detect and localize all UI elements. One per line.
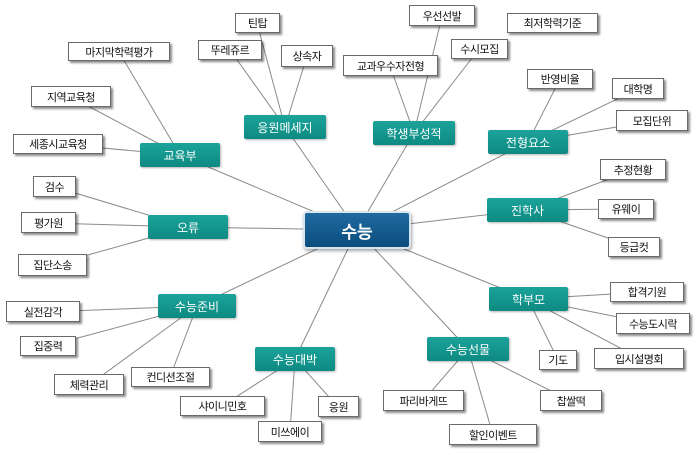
connector-line [294,229,358,360]
leaf-node: 실전감각 [6,301,80,322]
connector-line [229,49,286,128]
leaf-node: 집중력 [20,336,76,356]
branch-node-education-ministry: 교육부 [140,143,220,167]
leaf-node: 샤이니민호 [180,396,265,416]
leaf-node: 수능도시락 [616,313,690,334]
branch-node-cheering-message: 응원메세지 [244,115,326,139]
leaf-node: 컨디션조절 [131,367,210,387]
leaf-node: 검수 [33,176,76,197]
connector-line [256,22,286,128]
branch-node-preparation: 수능준비 [158,294,236,318]
connector-line [467,348,494,436]
leaf-node: 파리바게뜨 [383,390,464,411]
leaf-node: 등급컷 [608,237,660,257]
leaf-node: 틴탑 [235,13,280,33]
leaf-node: 집단소송 [18,254,87,276]
leaf-node: 최저학력기준 [507,13,598,33]
branch-node-selection-factor: 전형요소 [488,130,568,154]
branch-node-jinhaksa: 진학사 [487,198,568,222]
connector-line [413,48,480,134]
branch-node-success: 수능대박 [255,347,335,371]
connector-line [356,229,469,350]
leaf-node: 반영비율 [527,69,593,89]
leaf-node: 수시모집 [451,39,508,59]
leaf-node: 기도 [539,350,577,370]
leaf-node: 합격기원 [610,282,684,302]
connector-line [118,51,181,156]
leaf-node: 마지막학력평가 [68,42,170,61]
connector-line [289,358,296,433]
branch-node-parents: 학부모 [489,287,568,311]
leaf-node: 우선선발 [409,5,475,26]
leaf-node: 세종시교육청 [13,134,103,154]
connector-line [88,305,198,386]
leaf-node: 응원 [318,396,359,417]
branch-node-gift: 수능선물 [427,337,509,361]
leaf-node: 대학명 [612,78,664,99]
leaf-node: 상속자 [281,45,333,67]
leaf-node: 할인이벤트 [449,424,537,445]
leaf-node: 지역교육청 [31,86,111,107]
leaf-node: 체력관리 [54,374,124,395]
leaf-node: 미쓰에이 [258,421,322,442]
leaf-node: 추정현황 [600,159,666,180]
leaf-node: 교과우수자전형 [343,55,438,76]
leaf-node: 뚜레쥬르 [198,40,262,60]
branch-node-error: 오류 [148,215,228,239]
branch-node-student-record: 학생부성적 [373,121,455,145]
leaf-node: 평가원 [21,212,76,233]
leaf-node: 유웨이 [598,199,654,219]
leaf-node: 모집단위 [616,110,688,131]
center-node: 수능 [303,211,411,249]
leaf-node: 찹쌀떡 [540,390,602,411]
leaf-node: 입시설명회 [594,348,684,369]
